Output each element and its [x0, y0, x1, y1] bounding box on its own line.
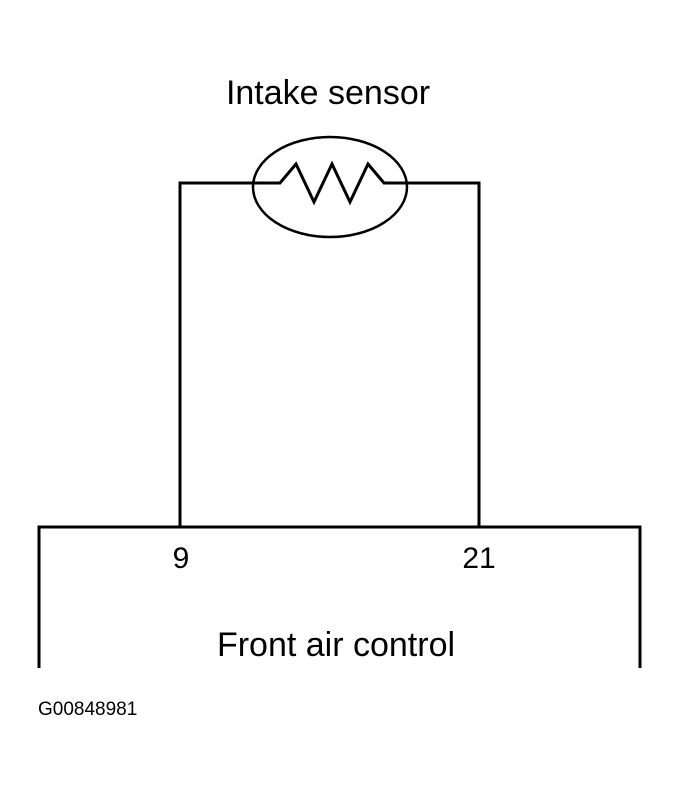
sensor-title: Intake sensor: [226, 74, 430, 112]
pin-label-9: 9: [173, 542, 190, 575]
pin-label-21: 21: [462, 542, 495, 575]
module-label: Front air control: [217, 626, 455, 664]
resistor-icon: [254, 160, 408, 206]
figure-id: G00848981: [38, 699, 137, 720]
module-outline: [37, 525, 642, 668]
sensor-housing: [251, 135, 409, 239]
wire-right: [408, 181, 481, 526]
wire-left: [178, 181, 254, 526]
